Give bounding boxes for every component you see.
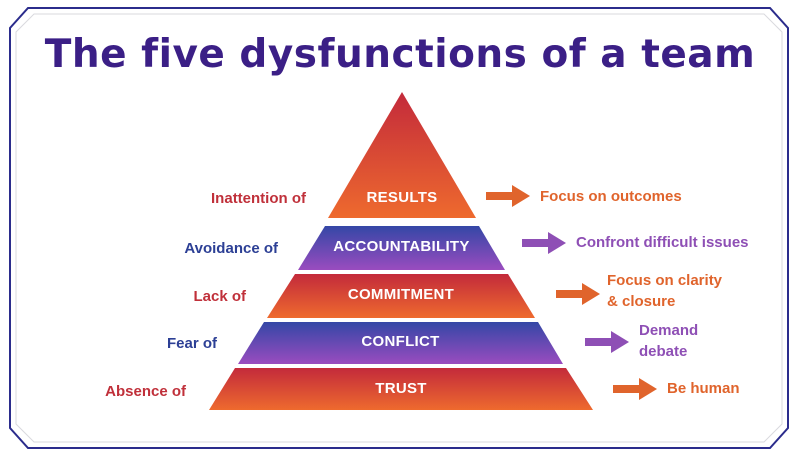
arrow-right-icon — [486, 185, 530, 207]
dysfunction-label-conflict: Fear of — [166, 335, 217, 352]
remedy-line: Confront difficult issues — [576, 234, 749, 251]
dysfunction-label-accountability: Avoidance of — [184, 240, 278, 257]
tier-label-conflict: CONFLICT — [361, 333, 440, 350]
tier-results-shape — [328, 92, 476, 218]
arrow-right-icon — [613, 378, 657, 400]
tier-label-commitment: COMMITMENT — [347, 286, 455, 303]
remedy-conflict: Demand debate — [639, 320, 698, 362]
arrow-right-icon — [585, 331, 629, 353]
remedy-line: debate — [639, 343, 688, 360]
dysfunction-label-trust: Absence of — [105, 383, 186, 400]
dysfunction-label-commitment: Lack of — [193, 288, 246, 305]
tier-conflict-shape — [238, 322, 563, 364]
remedy-line: Focus on clarity — [607, 272, 723, 289]
remedy-commitment: Focus on clarity & closure — [607, 270, 722, 312]
remedy-results: Focus on outcomes — [540, 186, 682, 207]
remedy-line: Be human — [667, 380, 740, 397]
tier-label-results: RESULTS — [366, 189, 438, 206]
tier-label-trust: TRUST — [375, 380, 427, 397]
tier-label-accountability: ACCOUNTABILITY — [333, 238, 470, 255]
arrow-right-icon — [556, 283, 600, 305]
arrow-right-icon — [522, 232, 566, 254]
remedy-line: & closure — [607, 293, 676, 310]
diagram-title: The five dysfunctions of a team — [44, 32, 756, 77]
tier-trust-shape — [209, 368, 593, 410]
dysfunction-label-results: Inattention of — [211, 190, 306, 207]
tier-accountability-shape — [298, 226, 505, 270]
remedy-line: Demand — [639, 322, 699, 339]
remedy-accountability: Confront difficult issues — [576, 232, 749, 253]
tier-commitment-shape — [267, 274, 535, 318]
remedy-trust: Be human — [667, 378, 740, 399]
remedy-line: Focus on outcomes — [540, 188, 682, 205]
